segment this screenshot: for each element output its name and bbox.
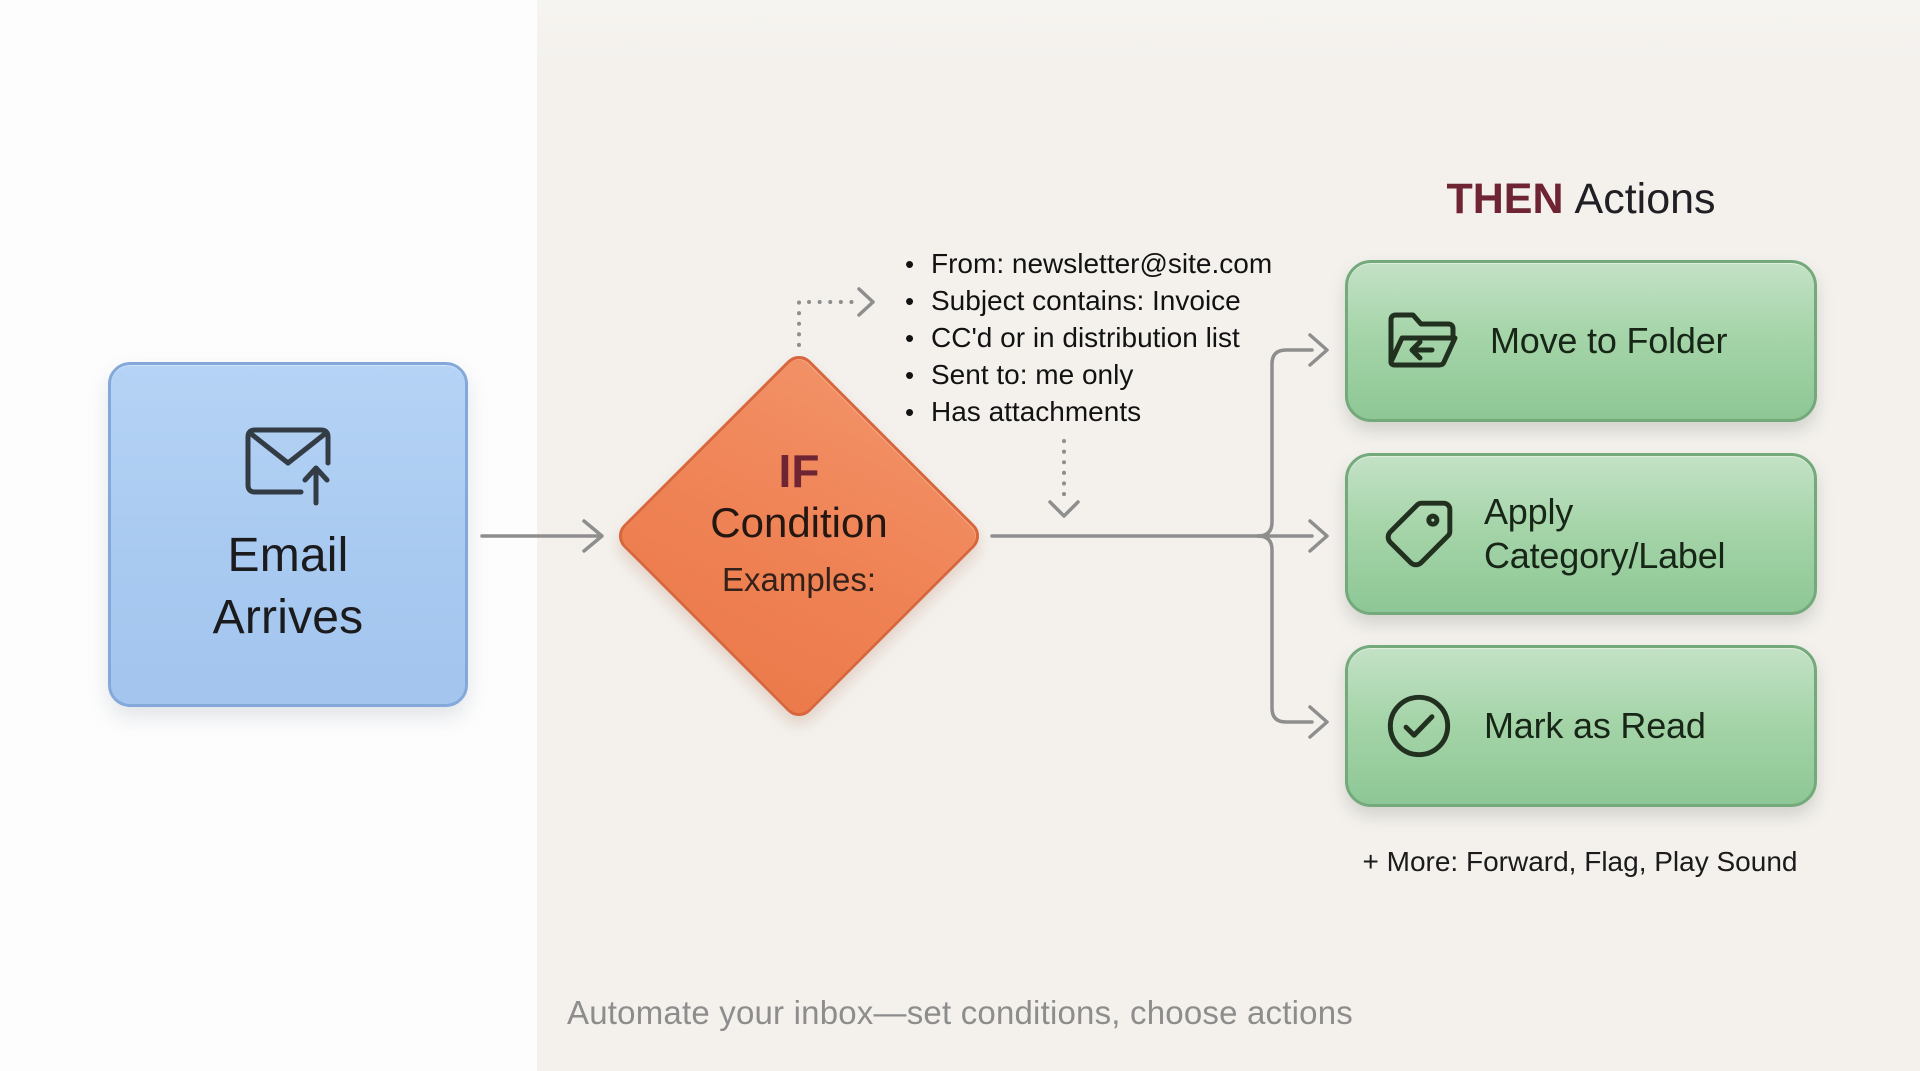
check-circle-icon (1387, 694, 1451, 758)
more-actions-text: + More: Forward, Flag, Play Sound (1362, 846, 1798, 877)
email-arrives-label: Email Arrives (212, 529, 364, 644)
tag-icon (1385, 500, 1453, 568)
condition-example-item: • Subject contains: Invoice (905, 282, 1272, 319)
condition-title: Condition (710, 498, 888, 546)
dotted-arrow-condition-to-examples (797, 287, 875, 347)
then-keyword: THEN (1446, 175, 1564, 223)
action-apply-category-label: Apply Category/Label (1345, 453, 1817, 615)
condition-example-text: Sent to: me only (931, 359, 1134, 390)
bullet-icon: • (905, 249, 915, 279)
bullet-icon: • (905, 360, 915, 390)
action-label: Mark as Read (1484, 705, 1706, 747)
action-label: Apply Category/Label (1484, 491, 1726, 576)
condition-example-item: • Sent to: me only (905, 356, 1272, 393)
action-label: Move to Folder (1490, 320, 1728, 362)
condition-example-text: Has attachments (931, 396, 1142, 427)
action-move-to-folder: Move to Folder (1345, 260, 1817, 422)
arrow-start-to-condition (480, 519, 604, 553)
bullet-icon: • (905, 286, 915, 316)
condition-example-text: CC'd or in distribution list (931, 322, 1240, 353)
condition-keyword: IF (778, 445, 820, 497)
email-arrives-node: Email Arrives (108, 362, 468, 707)
condition-example-item: • Has attachments (905, 393, 1272, 430)
condition-example-text: From: newsletter@site.com (931, 248, 1273, 279)
folder-move-icon (1388, 312, 1458, 368)
dotted-arrow-examples-to-flow (1048, 439, 1080, 518)
email-incoming-icon (245, 427, 331, 506)
bullet-icon: • (905, 323, 915, 353)
then-heading-rest: Actions (1574, 175, 1716, 223)
condition-example-item: • From: newsletter@site.com (905, 245, 1272, 282)
if-condition-text: IF Condition Examples: (649, 446, 949, 626)
bullet-icon: • (905, 397, 915, 427)
condition-examples-list: • From: newsletter@site.com • Subject co… (905, 245, 1272, 430)
condition-example-text: Subject contains: Invoice (931, 285, 1241, 316)
condition-subtitle: Examples: (721, 561, 877, 599)
action-mark-as-read: Mark as Read (1345, 645, 1817, 807)
footer-caption: Automate your inbox—set conditions, choo… (567, 994, 1353, 1031)
condition-example-item: • CC'd or in distribution list (905, 319, 1272, 356)
arrow-condition-to-actions (990, 333, 1329, 739)
